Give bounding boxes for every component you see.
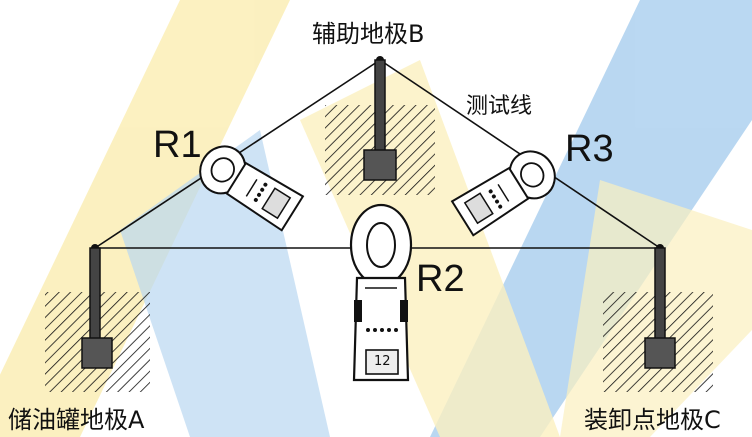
- label-test-wire: 测试线: [466, 94, 533, 119]
- label-r2: R2: [416, 258, 465, 300]
- r2-display-value: 12: [374, 354, 391, 369]
- label-r1: R1: [153, 124, 202, 166]
- label-r3: R3: [565, 128, 614, 170]
- label-auxiliary-electrode: 辅助地极B: [312, 20, 425, 48]
- clamp-meter-r1: [199, 145, 305, 232]
- clamp-meter-r3: [450, 150, 556, 237]
- electrode-tank: [81, 244, 113, 369]
- electrode-auxiliary: [363, 56, 397, 181]
- clamp-meter-r2: [349, 203, 413, 382]
- label-unloading-electrode: 装卸点地极C: [584, 406, 721, 434]
- electrode-unloading: [644, 244, 676, 369]
- label-tank-electrode: 储油罐地极A: [8, 406, 145, 434]
